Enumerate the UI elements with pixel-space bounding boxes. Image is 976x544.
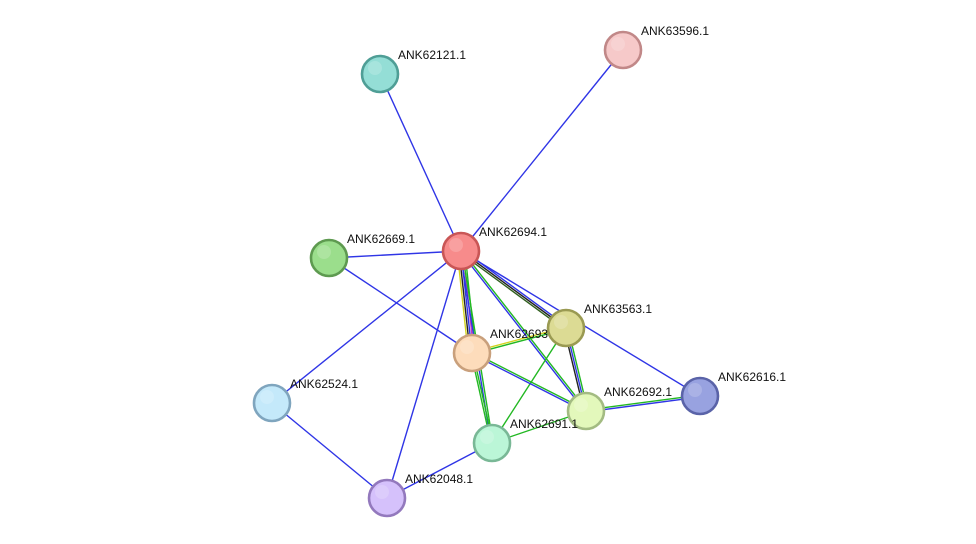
node-highlight [375, 485, 389, 499]
edge-channel-blue [386, 250, 462, 499]
edge-ank62524-ank62048 [271, 402, 388, 499]
edge-ank62694-ank62524 [271, 250, 462, 404]
node-circle[interactable] [680, 376, 720, 416]
edge-channel-blue [386, 442, 493, 499]
edge-channel-blue [461, 248, 568, 328]
edge-channel-green [472, 351, 587, 411]
node-ank62692[interactable]: ANK62692.1 [566, 385, 672, 431]
edge-ank62694-ank62048 [386, 250, 462, 499]
node-ank62669[interactable]: ANK62669.1 [309, 232, 415, 278]
edge-channel-blue [459, 251, 586, 413]
node-circle[interactable] [367, 478, 407, 518]
node-label: ANK63596.1 [641, 24, 709, 38]
node-layer: ANK62694.1 ANK62121.1 ANK63596.1ANK62669.1… [252, 24, 786, 518]
node-highlight [449, 238, 463, 252]
node-ank63596[interactable]: ANK63596.1 [603, 24, 709, 70]
node-ank62121[interactable]: ANK62121.1 [360, 48, 466, 94]
node-label: ANK62048.1 [405, 472, 473, 486]
node-highlight [688, 383, 702, 397]
edge-ank62669-ank62693 [328, 257, 473, 354]
node-circle[interactable] [252, 383, 292, 423]
node-circle[interactable] [546, 308, 586, 348]
node-label: ANK63563.1 [584, 302, 652, 316]
node-label: ANK62691.1 [510, 417, 578, 431]
node-label: ANK62524.1 [290, 377, 358, 391]
edge-channel-blue [379, 73, 462, 252]
node-circle[interactable] [360, 54, 400, 94]
node-highlight [260, 390, 274, 404]
node-label: ANK62121.1 [398, 48, 466, 62]
edge-ank62694-ank62692 [459, 249, 588, 413]
node-label: ANK62694.1 [479, 225, 547, 239]
node-highlight [574, 398, 588, 412]
edge-ank62694-ank63563 [459, 248, 568, 331]
edge-channel-darkgreen [459, 251, 566, 331]
node-highlight [460, 340, 474, 354]
edge-ank62694-ank62121 [379, 73, 462, 252]
node-circle[interactable] [566, 391, 606, 431]
node-highlight [611, 37, 625, 51]
edge-channel-blue [271, 402, 388, 499]
node-highlight [554, 315, 568, 329]
node-ank62048[interactable]: ANK62048.1 [367, 472, 473, 518]
node-label: ANK62669.1 [347, 232, 415, 246]
node-ank62524[interactable]: ANK62524.1 [252, 377, 358, 423]
node-highlight [317, 245, 331, 259]
edge-channel-blue [471, 353, 586, 413]
node-ank62694[interactable]: ANK62694.1 [441, 225, 547, 271]
edge-channel-green [491, 327, 567, 444]
node-ank62691[interactable]: ANK62691.1 [472, 417, 578, 463]
edge-channel-blue [328, 257, 473, 354]
edge-channel-black [460, 250, 567, 329]
edge-ank62694-ank62669 [328, 250, 462, 259]
node-circle[interactable] [603, 30, 643, 70]
node-label: ANK62692.1 [604, 385, 672, 399]
edge-ank62048-ank62691 [386, 442, 493, 499]
node-label: ANK62693 [490, 327, 548, 341]
edge-channel-blue [460, 49, 624, 252]
node-highlight [480, 430, 494, 444]
edge-channel-green [461, 249, 588, 411]
node-circle[interactable] [472, 423, 512, 463]
node-ank62693[interactable]: ANK62693 [452, 327, 548, 373]
edge-ank62693-ank62692 [471, 351, 587, 413]
node-ank62616[interactable]: ANK62616.1 [680, 370, 786, 416]
node-ank63563[interactable]: ANK63563.1 [546, 302, 652, 348]
node-circle[interactable] [309, 238, 349, 278]
edge-channel-blue [328, 250, 462, 259]
edge-ank63563-ank62691 [491, 327, 567, 444]
edge-channel-blue [271, 250, 462, 404]
edge-ank62694-ank63596 [460, 49, 624, 252]
node-highlight [368, 61, 382, 75]
node-label: ANK62616.1 [718, 370, 786, 384]
node-circle[interactable] [452, 333, 492, 373]
node-circle[interactable] [441, 231, 481, 271]
